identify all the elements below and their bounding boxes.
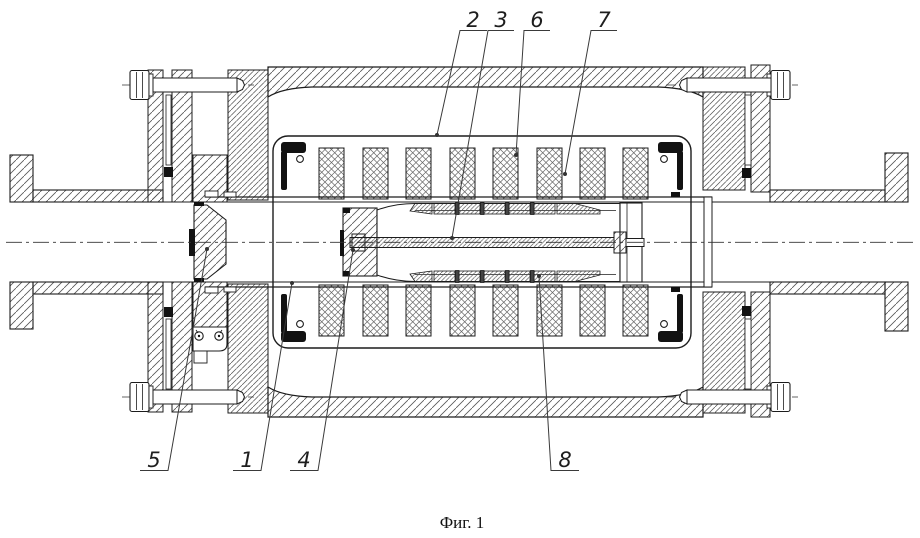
bolt-top-left: [122, 69, 254, 101]
stud-hole-bottom-left: [165, 318, 172, 390]
bracket-top-left: [281, 142, 306, 190]
callout-label-6: 6: [530, 8, 543, 32]
leader-6: [515, 30, 550, 156]
right-pipe-flange-lower: [884, 281, 909, 332]
bolt-top-right: [666, 69, 798, 101]
callout-label-5: 5: [147, 448, 160, 472]
stud-hole-top-right: [744, 94, 752, 166]
stud-hole-top-left: [165, 94, 172, 166]
outer-shell-bottom: [267, 385, 704, 418]
leader-7: [564, 30, 617, 175]
left-flange-stack: [147, 69, 269, 414]
leader-5: [140, 248, 208, 471]
left-pipe-flange-lower: [9, 281, 34, 330]
right-pipe-wall-bottom: [769, 281, 886, 295]
callout-label-8: 8: [558, 448, 571, 472]
leader-4: [290, 249, 354, 471]
callout-labels: 2 3 6 7 5 1 4 8: [147, 8, 611, 472]
lead-hole-icon: [660, 320, 668, 328]
right-pipe: [712, 152, 909, 332]
right-pipe-flange-upper: [884, 152, 909, 203]
bracket-bottom-left: [281, 294, 306, 342]
leader-8: [538, 275, 579, 471]
bolts: [122, 69, 798, 413]
right-pipe-wall-top: [769, 189, 886, 203]
bolt-bottom-left: [122, 381, 254, 413]
leader-1: [233, 282, 293, 471]
stator-core-blocks: [318, 147, 649, 337]
bracket-top-right: [658, 142, 683, 190]
left-pipe-wall-bottom: [32, 281, 164, 295]
right-flange-stack: [702, 64, 771, 418]
lead-hole-icon: [296, 320, 304, 328]
lead-hole-icon: [660, 155, 668, 163]
callout-label-3: 3: [494, 8, 507, 32]
bracket-bottom-right: [658, 294, 683, 342]
callout-leaders: [140, 30, 617, 471]
rotor-magnet-band-top: [409, 202, 601, 215]
callout-label-1: 1: [240, 448, 253, 472]
left-pipe-wall-top: [32, 189, 164, 203]
stud-hole-bottom-right: [744, 318, 752, 390]
seal-ring: [189, 229, 195, 256]
mounting-bracket: [192, 326, 228, 364]
callout-label-7: 7: [597, 8, 611, 32]
callout-label-2: 2: [466, 8, 479, 32]
leader-3: [451, 30, 514, 239]
bolt-bottom-right: [666, 381, 798, 413]
left-pipe-flange-upper: [9, 154, 34, 203]
rotor-magnet-band-bottom: [409, 270, 601, 283]
leader-2: [436, 30, 487, 136]
end-winding-brackets: [281, 142, 683, 342]
callout-label-4: 4: [297, 448, 310, 472]
outer-shell-top: [267, 66, 704, 99]
figure-caption: Фиг. 1: [440, 513, 485, 532]
lead-hole-icon: [296, 155, 304, 163]
